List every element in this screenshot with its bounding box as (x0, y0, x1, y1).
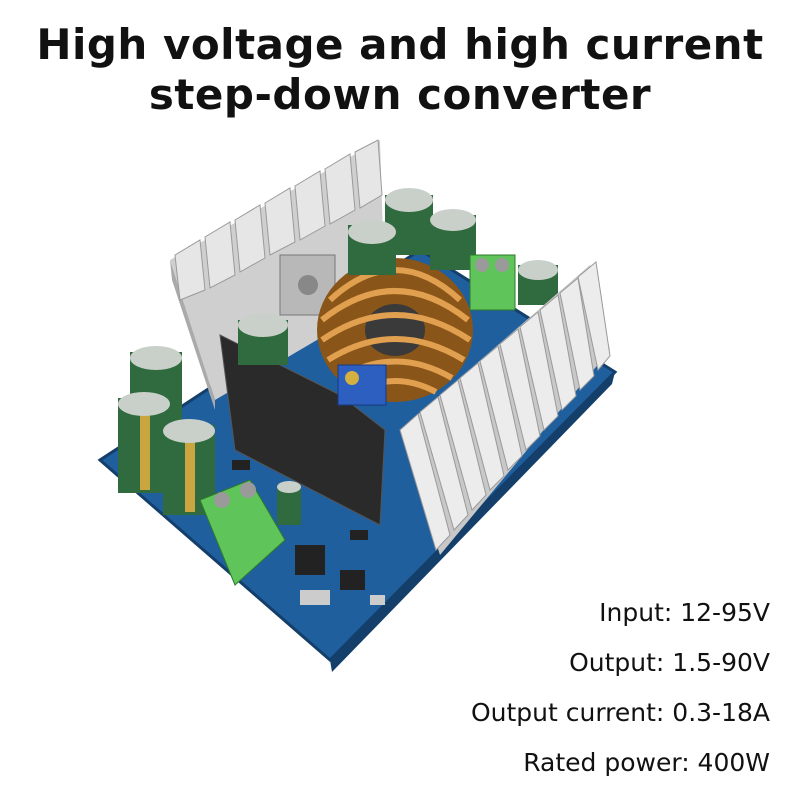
smd-components (232, 460, 385, 605)
pcb-edge (330, 372, 615, 672)
capacitors (118, 188, 558, 525)
output-terminal (469, 254, 516, 311)
spec-list: Input: 12-95V Output: 1.5-90V Output cur… (471, 588, 770, 788)
control-board (219, 334, 386, 526)
left-heatsink (170, 139, 385, 410)
right-heatsink (399, 261, 611, 555)
title-line-2: step-down converter (148, 70, 652, 119)
spec-output-current: Output current: 0.3-18A (470, 698, 770, 727)
trimmer-potentiometer (337, 364, 387, 406)
input-terminal (199, 479, 286, 586)
spec-rated-power: Rated power: 400W (523, 748, 770, 777)
spec-output-voltage: Output: 1.5-90V (569, 648, 770, 677)
title-line-1: High voltage and high current (36, 20, 764, 69)
spec-input-voltage: Input: 12-95V (599, 598, 770, 627)
